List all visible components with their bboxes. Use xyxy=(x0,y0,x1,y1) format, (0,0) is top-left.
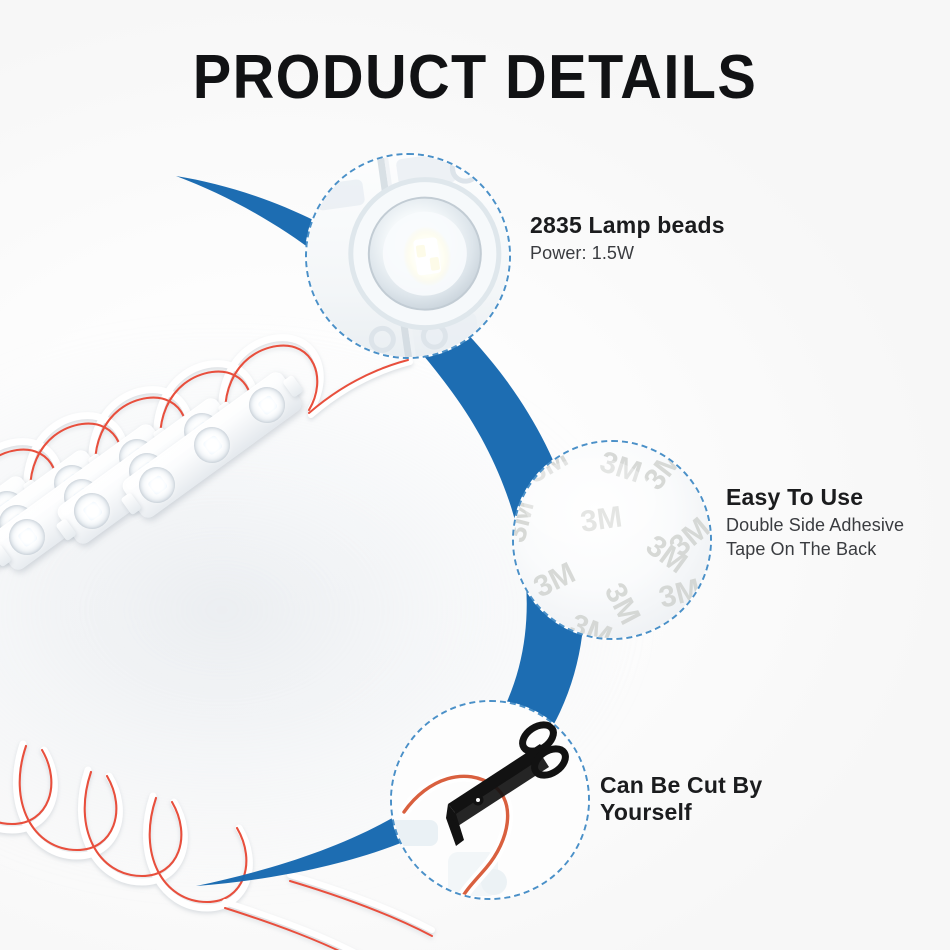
callout-text-lamp-beads: 2835 Lamp beads Power: 1.5W xyxy=(530,212,725,266)
callout-heading: 2835 Lamp beads xyxy=(530,212,725,238)
callout-subtext-line-2: Tape On The Back xyxy=(726,538,877,559)
callout-circle-adhesive-tape[interactable]: 3M 3M 3M 3M 3M 3M 3M 3M 3M 3M 3M xyxy=(512,440,712,640)
scissors-cutting-wire-image xyxy=(392,702,588,898)
callout-text-easy-to-use: Easy To Use Double Side Adhesive Tape On… xyxy=(726,484,904,562)
svg-text:3M: 3M xyxy=(578,500,624,538)
callout-heading-line-2: Yourself xyxy=(600,799,692,826)
callout-text-can-be-cut: Can Be Cut By Yourself xyxy=(600,772,820,826)
callout-circle-can-be-cut[interactable] xyxy=(390,700,590,900)
callout-heading: Easy To Use xyxy=(726,484,864,510)
page-title: PRODUCT DETAILS xyxy=(192,43,758,112)
callout-subtext: Power: 1.5W xyxy=(530,243,635,264)
lamp-bead-closeup-image xyxy=(307,155,509,357)
callout-subtext-line-1: Double Side Adhesive xyxy=(726,515,905,536)
adhesive-tape-closeup-image: 3M 3M 3M 3M 3M 3M 3M 3M 3M 3M 3M xyxy=(514,442,710,638)
callout-circle-lamp-beads[interactable] xyxy=(305,153,511,359)
callout-heading-line-1: Can Be Cut By xyxy=(600,772,763,798)
scissors-icon xyxy=(446,721,569,846)
led-module-strip-array xyxy=(0,330,580,950)
